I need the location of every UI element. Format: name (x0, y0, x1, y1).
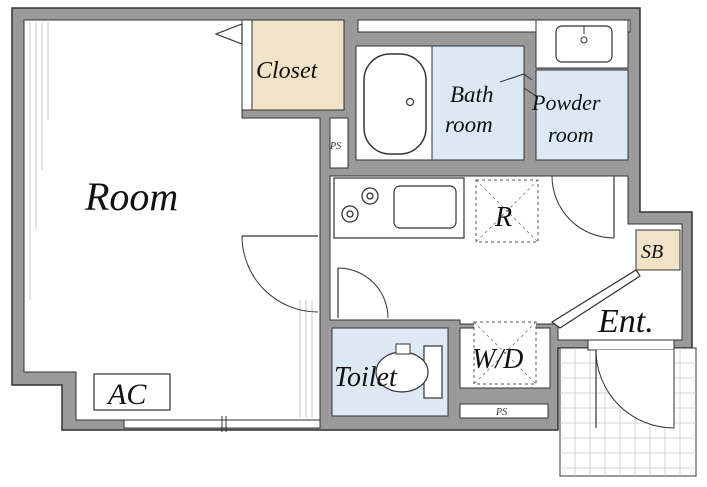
bath-label-line2: room (445, 112, 493, 137)
powder-label-line1: Powder (531, 90, 601, 115)
fridge-label: R (494, 202, 512, 233)
room-label: Room (84, 174, 178, 219)
ac-box (93, 373, 171, 411)
entrance-door-frame (587, 339, 675, 351)
bathtub (363, 53, 427, 155)
ps-upper-box (329, 117, 349, 169)
room-hatching (29, 22, 313, 418)
ps-lower-box (459, 403, 549, 419)
toilet-label: Toilet (334, 362, 398, 393)
ps-lower-label: PS (495, 407, 507, 418)
entrance-step (550, 269, 641, 329)
bathroom-area (431, 45, 525, 161)
entrance-label: Ent. (597, 303, 654, 340)
bath-label-line1: Bath (450, 82, 493, 107)
powder-label-line2: room (548, 122, 594, 147)
stove-burners-icon (341, 187, 379, 223)
bath-door (499, 73, 537, 97)
closet-area (251, 19, 345, 111)
sink-drain (580, 36, 588, 44)
powder-door-swing (551, 175, 615, 239)
fridge-cross (475, 179, 539, 243)
closet-label: Closet (256, 58, 319, 84)
tub-drain (405, 97, 415, 107)
room-door-swing (241, 235, 319, 313)
ps-upper-label: PS (329, 141, 341, 152)
sb-box (635, 229, 681, 271)
washer-cross (473, 321, 537, 385)
closet-door-swing (214, 23, 243, 45)
powder-room-area (535, 69, 629, 161)
washer-label: W/D (472, 344, 523, 375)
toilet-paper (395, 343, 411, 355)
entrance-door-swing (595, 349, 675, 429)
kitchen-sink (393, 185, 457, 229)
ac-label: AC (106, 378, 147, 411)
toilet-door-swing (337, 267, 389, 319)
sb-label: SB (641, 241, 663, 263)
closet-pocket (241, 19, 253, 111)
